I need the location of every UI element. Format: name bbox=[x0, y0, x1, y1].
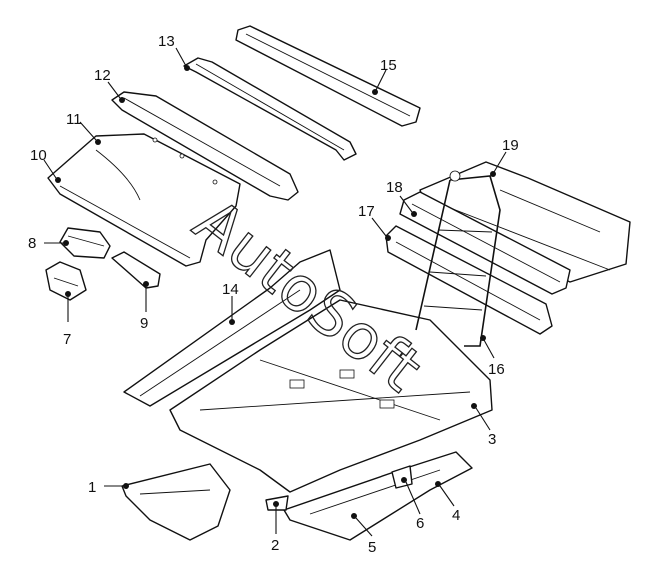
callout-15: 15 bbox=[380, 57, 397, 74]
part-8-bracket bbox=[59, 227, 111, 259]
callout-2: 2 bbox=[271, 537, 279, 554]
part-16-roll-bar bbox=[415, 170, 501, 347]
callout-16: 16 bbox=[488, 361, 505, 378]
callout-9: 9 bbox=[140, 315, 148, 332]
part-15-roof-cross-member bbox=[235, 25, 421, 127]
callout-6: 6 bbox=[416, 515, 424, 532]
callout-18: 18 bbox=[386, 179, 403, 196]
part-17-cross-member bbox=[385, 225, 553, 335]
part-18-cross-member bbox=[399, 191, 571, 295]
part-13-cross-rail bbox=[183, 57, 357, 161]
callout-11: 11 bbox=[66, 111, 82, 128]
callout-1: 1 bbox=[88, 479, 96, 496]
part-6-bracket bbox=[391, 465, 413, 489]
part-12-rear-shelf-rail bbox=[111, 91, 299, 201]
callout-19: 19 bbox=[502, 137, 519, 154]
part-7-bracket bbox=[45, 261, 87, 301]
callout-labels: 1 2 3 4 5 6 7 8 9 10 11 12 13 14 15 16 1… bbox=[28, 33, 519, 556]
callout-14: 14 bbox=[222, 281, 239, 298]
callout-4: 4 bbox=[452, 507, 460, 524]
part-3-main-floor-panel bbox=[169, 299, 493, 493]
callout-13: 13 bbox=[158, 33, 175, 50]
callout-8: 8 bbox=[28, 235, 36, 252]
callout-12: 12 bbox=[94, 67, 111, 84]
callout-17: 17 bbox=[358, 203, 375, 220]
part-11-parcel-shelf bbox=[47, 133, 241, 267]
callout-10: 10 bbox=[30, 147, 47, 164]
callout-leaders bbox=[43, 47, 507, 537]
part-14-floor-tunnel bbox=[123, 249, 341, 407]
part-1-side-panel bbox=[121, 463, 231, 541]
part-9-plate bbox=[111, 251, 161, 289]
callout-3: 3 bbox=[488, 431, 496, 448]
callout-5: 5 bbox=[368, 539, 376, 556]
callout-7: 7 bbox=[63, 331, 71, 348]
